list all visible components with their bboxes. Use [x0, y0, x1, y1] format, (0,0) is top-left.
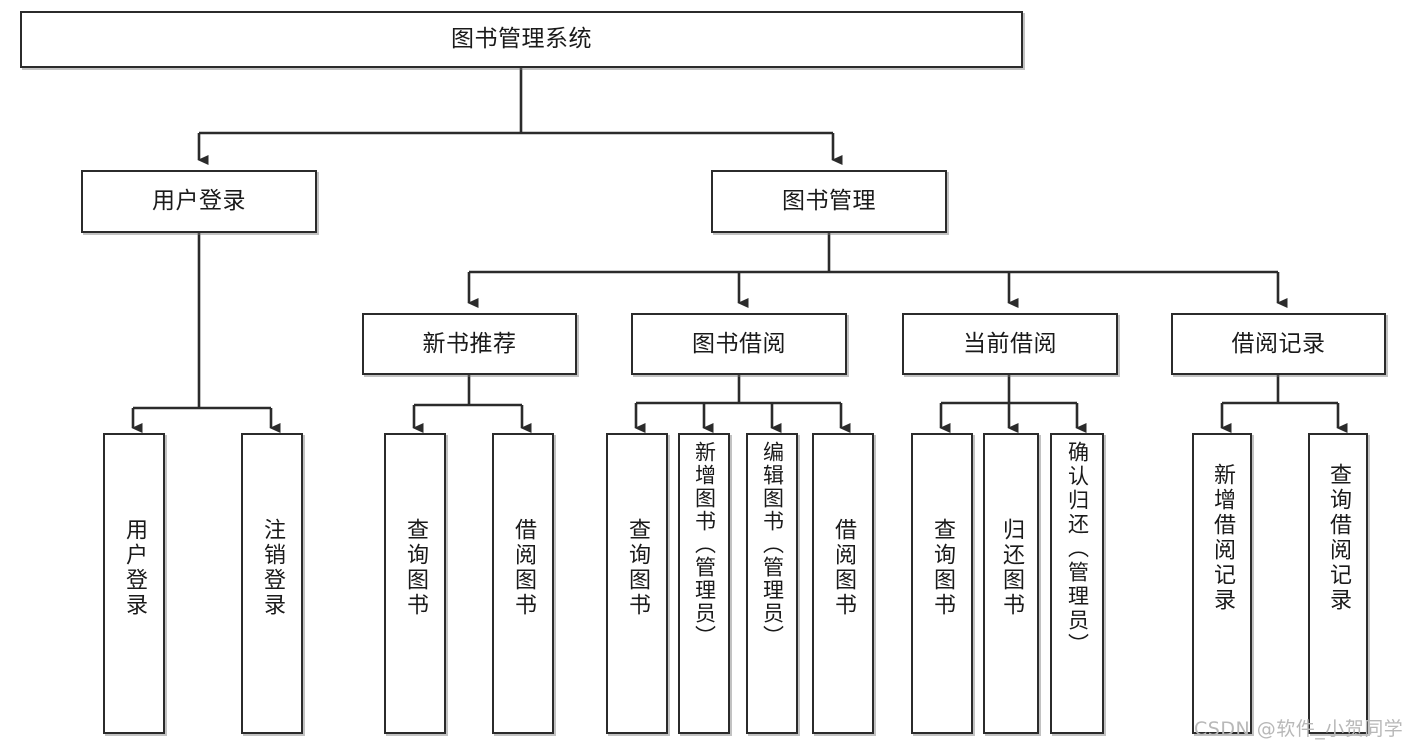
node-leaf-query-book-3[interactable]: 查询图书: [911, 433, 973, 734]
node-new-book-rec-label: 新书推荐: [422, 330, 517, 357]
node-leaf-query-record[interactable]: 查询借阅记录: [1308, 433, 1368, 734]
node-leaf-return-book[interactable]: 归还图书: [983, 433, 1039, 734]
node-book-manage[interactable]: 图书管理: [711, 170, 947, 233]
node-leaf-add-record[interactable]: 新增借阅记录: [1192, 433, 1252, 734]
node-leaf-borrow-book-2[interactable]: 借阅图书: [812, 433, 874, 734]
node-current-borrow[interactable]: 当前借阅: [902, 313, 1118, 375]
node-leaf-confirm-return-label: 确认归还（管理员）: [1065, 441, 1090, 657]
node-user-login[interactable]: 用户登录: [81, 170, 317, 233]
node-leaf-query-book-2-label: 查询图书: [625, 518, 650, 618]
node-leaf-user-login-label: 用户登录: [122, 518, 147, 618]
node-new-book-rec[interactable]: 新书推荐: [362, 313, 577, 375]
node-book-borrow[interactable]: 图书借阅: [631, 313, 847, 375]
node-leaf-add-book-label: 新增图书（管理员）: [692, 441, 717, 648]
node-leaf-query-book-2[interactable]: 查询图书: [606, 433, 668, 734]
node-leaf-query-record-label: 查询借阅记录: [1326, 463, 1351, 613]
node-leaf-add-record-label: 新增借阅记录: [1210, 463, 1235, 613]
node-root[interactable]: 图书管理系统: [20, 11, 1023, 68]
node-root-label: 图书管理系统: [451, 26, 592, 53]
node-book-manage-label: 图书管理: [782, 188, 876, 215]
node-leaf-user-logout-label: 注销登录: [260, 518, 285, 618]
node-leaf-borrow-book-1[interactable]: 借阅图书: [492, 433, 554, 734]
node-leaf-query-book-3-label: 查询图书: [930, 518, 955, 618]
node-leaf-edit-book[interactable]: 编辑图书（管理员）: [746, 433, 798, 734]
node-leaf-query-book-1-label: 查询图书: [403, 518, 428, 618]
node-leaf-confirm-return[interactable]: 确认归还（管理员）: [1050, 433, 1104, 734]
node-book-borrow-label: 图书借阅: [692, 330, 786, 357]
node-leaf-user-login[interactable]: 用户登录: [103, 433, 165, 734]
node-borrow-record-label: 借阅记录: [1231, 330, 1326, 357]
node-leaf-user-logout[interactable]: 注销登录: [241, 433, 303, 734]
watermark-text: CSDN @软件_小贺同学: [1194, 718, 1404, 740]
node-current-borrow-label: 当前借阅: [963, 330, 1057, 357]
node-leaf-query-book-1[interactable]: 查询图书: [384, 433, 446, 734]
node-leaf-borrow-book-1-label: 借阅图书: [511, 518, 536, 618]
node-borrow-record[interactable]: 借阅记录: [1171, 313, 1386, 375]
node-leaf-edit-book-label: 编辑图书（管理员）: [760, 441, 785, 648]
node-leaf-borrow-book-2-label: 借阅图书: [831, 518, 856, 618]
node-leaf-add-book[interactable]: 新增图书（管理员）: [678, 433, 730, 734]
node-leaf-return-book-label: 归还图书: [999, 518, 1024, 618]
node-user-login-label: 用户登录: [152, 188, 246, 215]
